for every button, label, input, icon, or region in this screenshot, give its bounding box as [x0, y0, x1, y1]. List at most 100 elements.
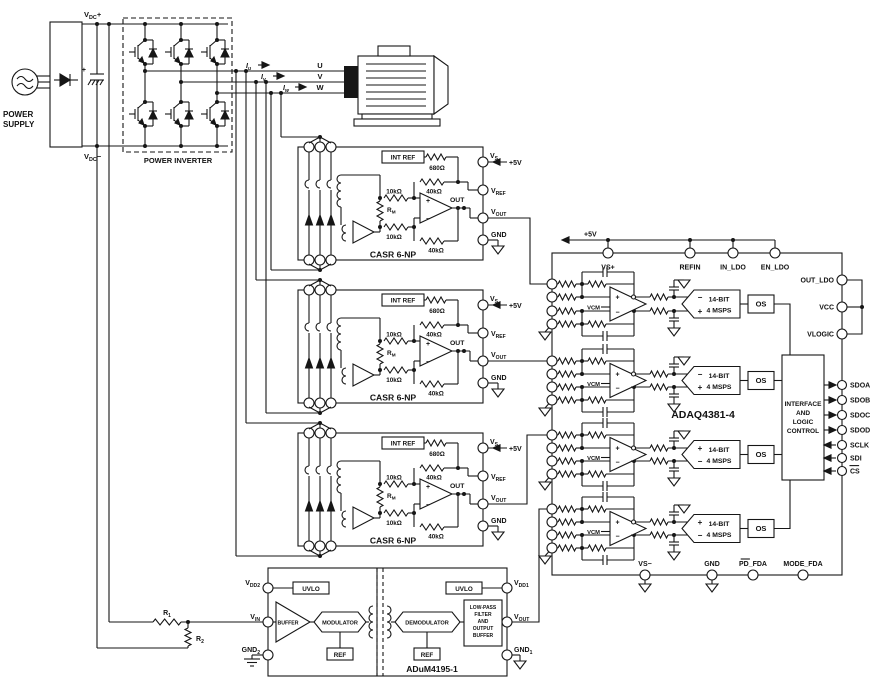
coil-winding: [326, 465, 332, 475]
wire: [308, 549, 321, 557]
r10k-label: 10kΩ: [386, 475, 402, 482]
coil-winding: [326, 322, 332, 332]
phase-v-label: V: [317, 72, 322, 81]
wire: [319, 136, 332, 144]
gnd2-pin-label: GND2: [242, 647, 261, 656]
amp-minus-sign: −: [616, 534, 620, 541]
ground-arrow-icon: [537, 555, 553, 565]
ground-arrow-icon: [490, 388, 506, 398]
amp-plus-sign: +: [616, 520, 620, 527]
ground-arrow-icon: [537, 407, 553, 417]
pin-circle: [836, 465, 848, 477]
ground-arrow-icon: [490, 531, 506, 541]
gnd1-pin-label: GND1: [514, 647, 533, 656]
pin-circle: [546, 529, 558, 541]
junction-dot: [107, 22, 111, 26]
power-supply-label: POWER: [3, 110, 33, 119]
adc-input-sign: −: [698, 457, 703, 466]
spi-pin-label: SDOC: [850, 413, 870, 420]
resistor: [183, 627, 193, 647]
rectifier-box: [49, 21, 83, 148]
wire: [308, 279, 321, 287]
wire: [544, 327, 550, 333]
wire: [544, 551, 550, 557]
resistor: [557, 395, 577, 405]
pin-circle: [546, 442, 558, 454]
pin-circle: [314, 254, 326, 266]
resistor: [649, 530, 669, 540]
pin-circle: [706, 569, 718, 581]
amp-minus-sign: −: [616, 386, 620, 393]
adaq-top-pin-label: IN_LDO: [720, 265, 746, 272]
vout-pin-label: VOUT: [491, 209, 507, 218]
pin-circle: [262, 649, 274, 661]
freewheel-diode-icon: [148, 47, 158, 58]
motor-endbell: [433, 54, 449, 116]
arrowhead-left-icon: [491, 443, 501, 453]
lpf-label: OUTPUT: [473, 626, 494, 632]
pin-circle: [303, 284, 315, 296]
junction-dot: [179, 80, 183, 84]
comp-amp: [352, 220, 376, 244]
pin-circle: [325, 254, 337, 266]
vout-pin-label: VOUT: [491, 352, 507, 361]
pin-circle: [797, 569, 809, 581]
current-arrow-icon: [326, 356, 336, 369]
ground-arrow-icon: [666, 327, 682, 337]
r10k-label: 10kΩ: [386, 332, 402, 339]
diff-amp: [419, 335, 454, 367]
power-supply-label: SUPPLY: [3, 120, 35, 129]
vdc-minus-label: VDC−: [84, 152, 102, 163]
adc-label: 14-BIT: [709, 447, 731, 454]
ground-arrow-icon: [676, 356, 692, 366]
resistor: [587, 469, 607, 479]
pin-circle: [546, 368, 558, 380]
amp-minus-sign: −: [616, 310, 620, 317]
wire: [319, 422, 332, 430]
coil-winding: [336, 174, 342, 208]
resistor: [419, 178, 445, 186]
wire: [308, 263, 321, 271]
pin-circle: [546, 278, 558, 290]
adc-input-sign: +: [698, 383, 703, 392]
vref-pin-label: VREF: [491, 474, 506, 483]
resistor: [557, 530, 577, 540]
pin-circle: [836, 301, 848, 313]
pin-circle: [546, 455, 558, 467]
inverter-dashed-box: [122, 17, 233, 153]
pin-circle: [769, 247, 781, 259]
os-label: OS: [756, 450, 767, 459]
resistor: [375, 486, 385, 508]
resistor: [557, 279, 577, 289]
coil-winding: [315, 465, 321, 475]
resistor: [649, 456, 669, 466]
resistor: [557, 369, 577, 379]
ac-source-icon: [11, 68, 39, 96]
gnd-pin-label: GND: [491, 518, 507, 525]
ref-label: REF: [334, 652, 347, 659]
ground-arrow-icon: [666, 477, 682, 487]
amp-minus-sign: −: [426, 359, 430, 366]
ground-arrow-icon: [637, 583, 653, 593]
pin-circle: [325, 427, 337, 439]
arrowhead-left-icon: [491, 300, 501, 310]
plus5v-label: +5V: [509, 303, 522, 310]
phase-u-label: U: [317, 61, 322, 70]
spi-pin-label: SDOB: [850, 398, 870, 405]
r10k-label: 10kΩ: [386, 234, 402, 241]
junction-dot: [215, 100, 219, 104]
vref-pin-label: VREF: [491, 331, 506, 340]
coil-winding: [341, 367, 347, 385]
junction-dot: [215, 62, 219, 66]
r10k-label: 10kΩ: [386, 377, 402, 384]
current-arrow-icon: [315, 499, 325, 512]
ref-box: [326, 647, 354, 661]
r40k-label: 40kΩ: [428, 248, 444, 255]
r1-label: R1: [163, 610, 171, 619]
arrowhead-right-icon: [828, 410, 838, 420]
junction-dot: [143, 22, 147, 26]
r680-label: 680Ω: [429, 165, 445, 172]
demodulator-label: DEMODULATOR: [405, 621, 449, 627]
pin-circle: [314, 427, 326, 439]
